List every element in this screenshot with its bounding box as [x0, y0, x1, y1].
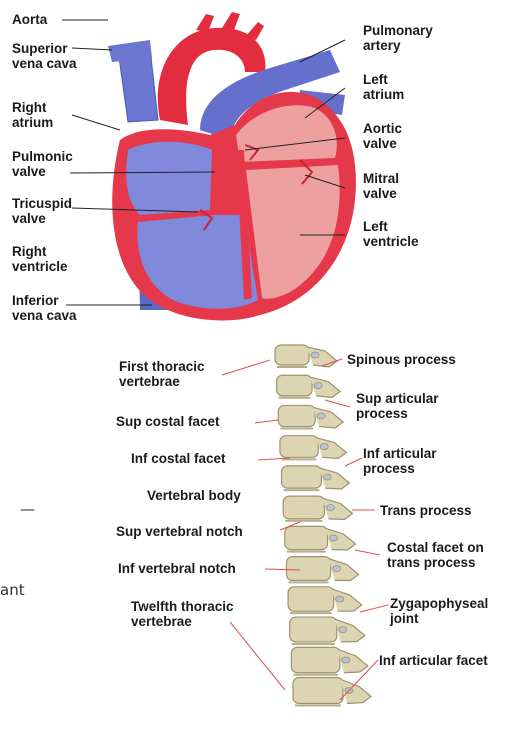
vertebra — [280, 436, 346, 460]
label-inf-vertebral-notch: Inf vertebral notch — [118, 561, 236, 576]
vertebra — [278, 405, 343, 428]
label-sup-costal-facet: Sup costal facet — [116, 414, 220, 429]
vertebra — [277, 375, 340, 398]
vertebra — [291, 647, 368, 674]
vertebra — [283, 496, 352, 521]
label-trans-process: Trans process — [380, 503, 472, 518]
text-fragment-dash: — — [20, 500, 35, 518]
vertebra — [285, 526, 356, 551]
label-sup-vertebral-notch: Sup vertebral notch — [116, 524, 243, 539]
vertebra — [288, 587, 362, 613]
vertebra — [282, 466, 350, 490]
text-fragment-ant: ant — [0, 581, 25, 599]
label-spinous-process: Spinous process — [347, 352, 456, 367]
label-inf-articular-facet: Inf articular facet — [379, 653, 488, 668]
vertebra — [290, 617, 365, 644]
label-inf-costal-facet: Inf costal facet — [131, 451, 226, 466]
vertebra — [293, 678, 371, 706]
label-vertebral-body: Vertebral body — [147, 488, 241, 503]
